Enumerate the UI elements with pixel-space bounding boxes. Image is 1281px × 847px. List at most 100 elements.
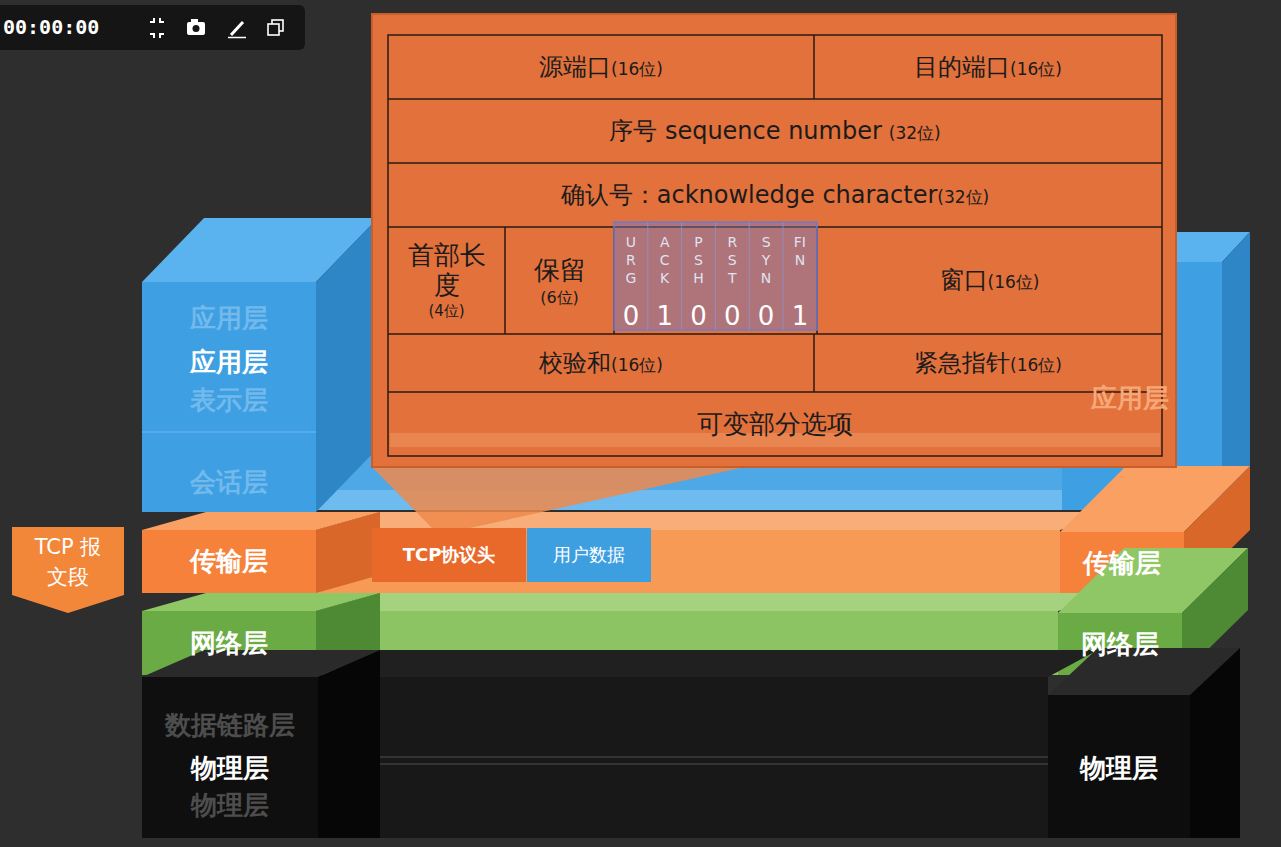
layer-box: 物理层 [1048, 695, 1190, 838]
layer-label: (16位) [611, 355, 663, 375]
layer-label: 目的端口 [914, 53, 1010, 81]
layer-label: (16位) [1010, 355, 1062, 375]
flag-divider [647, 222, 648, 330]
layer-label: (16位) [611, 59, 663, 79]
flag-name: URG [624, 233, 638, 287]
layer-label: 紧急指针 [914, 349, 1010, 377]
layer-label: (32位) [937, 187, 989, 207]
compress-icon [150, 18, 164, 38]
box-front [142, 530, 316, 593]
layer-box: 网络层 [1058, 613, 1182, 675]
header-grid [388, 98, 1162, 100]
layer-label: 应用层 [1091, 383, 1169, 413]
flag-value: 0 [715, 301, 749, 331]
layer-label: 首部长度 [405, 240, 489, 300]
header-panel [372, 14, 1176, 467]
layer-label: 应用层 [190, 303, 268, 333]
flag-name: RST [725, 233, 739, 287]
window-icon [268, 24, 279, 35]
header-field: 窗口(16位) [817, 227, 1162, 334]
timer: 00:00:00 [3, 13, 99, 41]
header-grid [504, 227, 506, 334]
flag-divider [749, 222, 750, 330]
physical-band [318, 756, 1048, 758]
layer-label: 保留 [534, 253, 586, 287]
flag-name: FIN [793, 233, 807, 269]
network-band [316, 593, 1124, 611]
pentagon-shape [12, 527, 124, 613]
layer-label: TCP 报文段 [31, 532, 105, 592]
layer-label: (4位) [428, 300, 464, 322]
layer-label: (16位) [988, 272, 1040, 292]
header-grid [388, 35, 1162, 456]
header-field: 可变部分选项 [388, 392, 1162, 456]
camera-icon [187, 22, 205, 35]
layer-label: 数据链路层 [165, 710, 295, 740]
box-front [1048, 695, 1190, 838]
physical-band [318, 677, 1048, 838]
header-grid [813, 35, 815, 99]
layer-label: 表示层 [190, 385, 268, 415]
toolbar [0, 5, 305, 50]
camera-icon [193, 25, 200, 32]
header-field: 源端口(16位) [388, 35, 814, 99]
layer-label: 窗口 [940, 266, 988, 294]
callout-wedge [372, 467, 745, 528]
layer-label: 确认号：acknowledge character [561, 181, 938, 209]
flag-value: 0 [614, 301, 648, 331]
flag-bit: SYN 0 [749, 227, 783, 330]
layer-label: (32位) [889, 123, 941, 143]
physical-band [318, 763, 1048, 765]
layer-label: 校验和 [539, 349, 611, 377]
layer-label: 传输层 [190, 546, 268, 576]
layer-label: 传输层 [1083, 548, 1161, 578]
layer-label: 物理层 [191, 753, 269, 783]
header-grid [388, 333, 1162, 335]
flag-value: 1 [648, 301, 682, 331]
flag-bit: ACK 1 [648, 227, 682, 330]
header-field: 确认号：acknowledge character(32位) [388, 163, 1162, 227]
layer-label: (6位) [540, 287, 579, 309]
flag-highlight [614, 222, 817, 330]
flag-bit: FIN 1 [783, 227, 817, 330]
flag-divider [783, 222, 784, 330]
pen-icon [228, 37, 246, 39]
flag-value: 0 [749, 301, 783, 331]
layer-box: 数据链路层物理层物理层 [142, 677, 318, 838]
camera-icon [191, 19, 198, 23]
header-block: TCP协议头 [372, 528, 526, 582]
layer-label: 物理层 [1080, 753, 1158, 783]
header-grid [388, 162, 1162, 164]
layer-label: 会话层 [190, 467, 268, 497]
layer-label: (16位) [1010, 59, 1062, 79]
header-field: 目的端口(16位) [814, 35, 1162, 99]
layer-box: 应用层 [1062, 262, 1222, 510]
layer-label: 网络层 [1081, 629, 1159, 659]
header-field: 首部长度(4位) [388, 227, 505, 334]
flag-value: 1 [783, 301, 817, 331]
box-front [142, 282, 316, 512]
layer-box: 应用层应用层表示层会话层 [142, 282, 316, 512]
header-field: 校验和(16位) [388, 334, 814, 392]
physical-band [318, 650, 1098, 677]
header-grid [388, 35, 1162, 456]
layer-label: 源端口 [539, 53, 611, 81]
flag-name: SYN [759, 233, 773, 287]
header-field: 序号 sequence number(32位) [388, 99, 1162, 163]
flag-bit: RST 0 [715, 227, 749, 330]
data-block: 用户数据 [527, 528, 651, 582]
segment-tag: TCP 报文段 [12, 527, 124, 613]
layer-seam [142, 431, 316, 433]
flag-name: ACK [658, 233, 672, 287]
flag-value: 0 [682, 301, 716, 331]
layer-label: 网络层 [190, 628, 268, 658]
header-grid [388, 391, 1162, 393]
layer-label: 物理层 [191, 790, 269, 820]
layer-label: TCP协议头 [403, 544, 496, 565]
flag-bit: PSH0 [682, 227, 716, 330]
layer-box: 网络层 [142, 611, 316, 675]
flag-bit: URG 0 [614, 227, 648, 330]
